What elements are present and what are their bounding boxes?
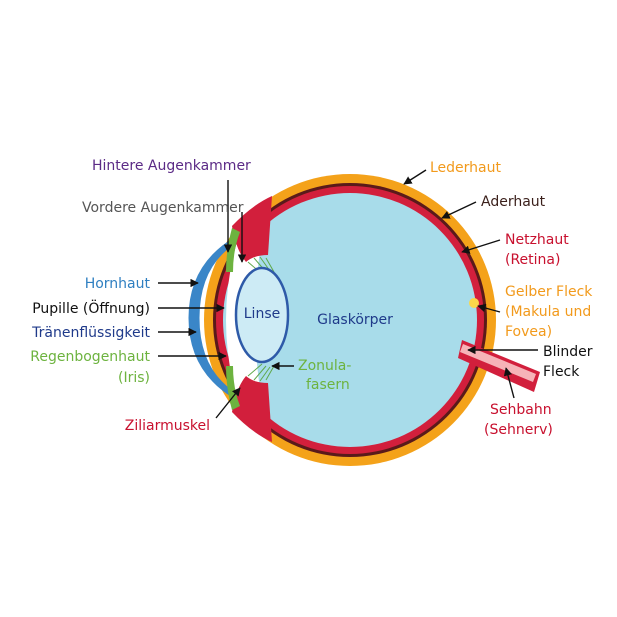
eyeball [188, 174, 540, 466]
label-netzhaut-line2: (Retina) [505, 252, 560, 268]
label-blinder-fleck-line2: Fleck [543, 364, 580, 380]
label-lederhaut: Lederhaut [430, 160, 502, 176]
arrow-aderhaut [441, 201, 477, 219]
label-netzhaut-line1: Netzhaut [505, 232, 569, 248]
label-sehbahn-line1: Sehbahn [490, 402, 552, 418]
label-regenbogenhaut-line1: Regenbogenhaut [30, 349, 150, 365]
iris-upper [226, 228, 240, 272]
label-traenenfluessigkeit: Tränenflüssigkeit [31, 325, 150, 341]
arrow-lederhaut [403, 169, 427, 185]
label-hintere-augenkammer: Hintere Augenkammer [92, 158, 251, 174]
label-gelber-fleck-line2: (Makula und [505, 304, 591, 320]
label-gelber-fleck-line1: Gelber Fleck [505, 284, 593, 300]
label-blinder-fleck-line1: Blinder [543, 344, 593, 360]
label-glaskoerper: Glaskörper [317, 312, 393, 328]
optic-nerve-highlight [460, 344, 536, 382]
label-zonula-line2: fasern [306, 377, 350, 393]
ciliary-muscle-lower [232, 376, 272, 442]
labels: Hintere Augenkammer Vordere Augenkammer … [30, 158, 593, 438]
label-hornhaut: Hornhaut [85, 276, 151, 292]
label-linse: Linse [244, 306, 280, 322]
macula [469, 298, 479, 308]
pointer-arrows [158, 169, 538, 419]
lens [234, 266, 290, 364]
arrow-sehbahn [503, 367, 515, 399]
label-regenbogenhaut-line2: (Iris) [118, 370, 150, 386]
label-ziliarmuskel: Ziliarmuskel [125, 418, 210, 434]
arrow-gelber-fleck [477, 303, 501, 313]
label-zonula-line1: Zonula- [298, 358, 351, 374]
label-vordere-augenkammer: Vordere Augenkammer [82, 200, 244, 216]
arrow-netzhaut [461, 239, 501, 254]
arrow-ziliarmuskel [215, 387, 241, 419]
label-sehbahn-line2: (Sehnerv) [484, 422, 553, 438]
label-aderhaut: Aderhaut [481, 194, 546, 210]
vitreous-body [223, 193, 477, 447]
label-gelber-fleck-line3: Fovea) [505, 324, 552, 340]
label-pupille: Pupille (Öffnung) [32, 299, 150, 317]
